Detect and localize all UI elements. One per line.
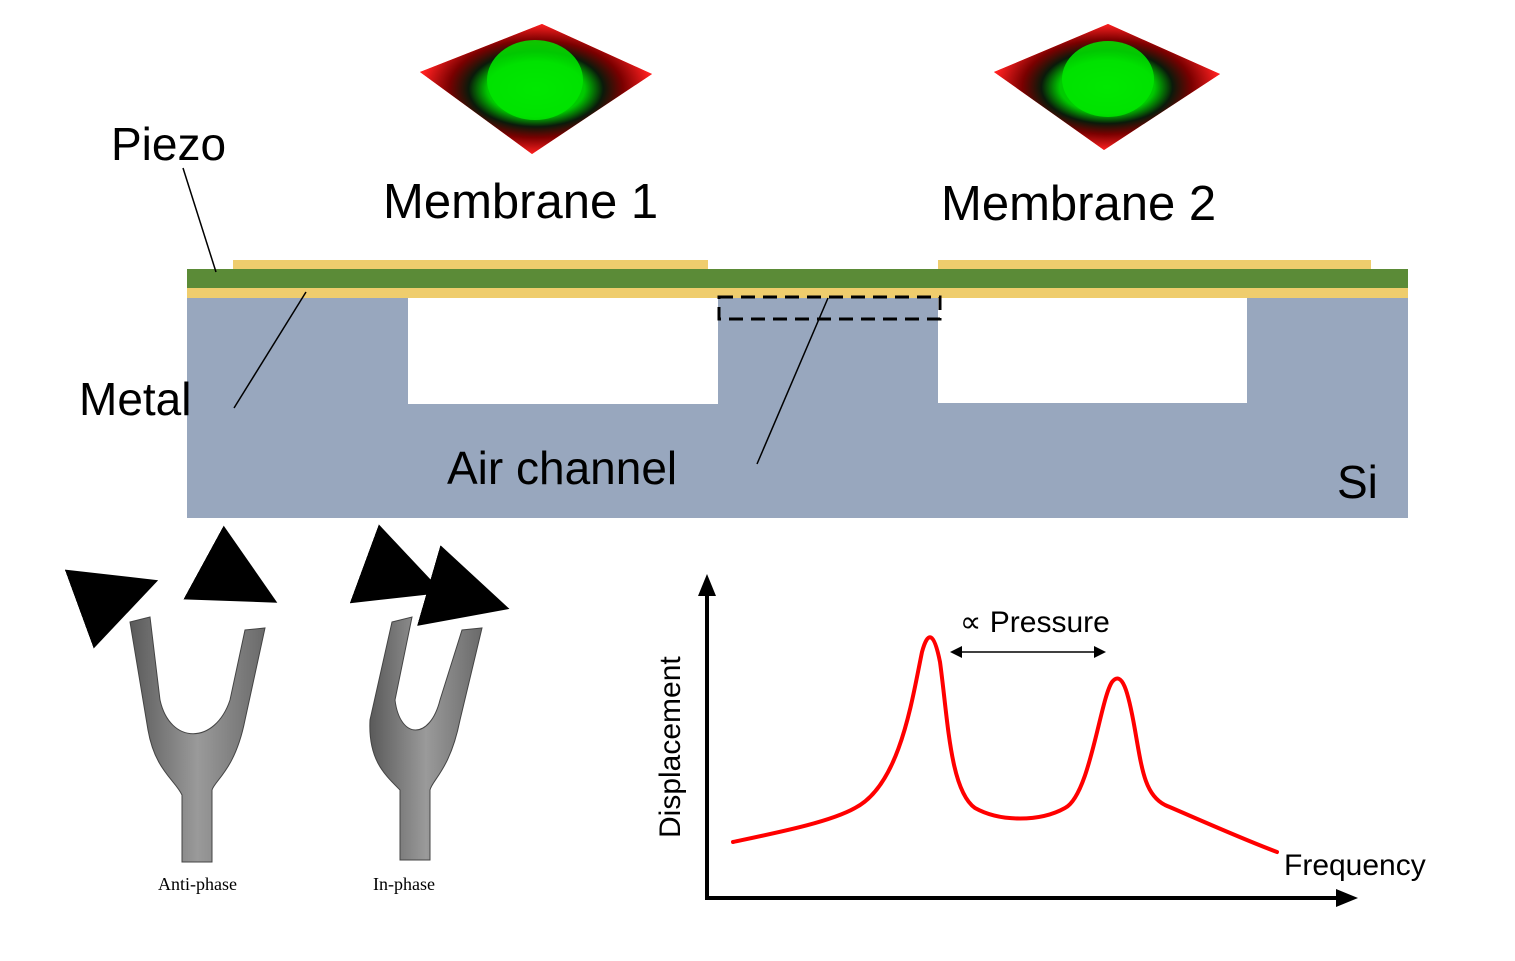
resonance-curve — [731, 635, 1279, 854]
top-electrode-2 — [938, 260, 1371, 269]
metal-label: Metal — [79, 373, 191, 425]
piezo-layer — [187, 269, 1408, 288]
in-phase-fork — [349, 524, 510, 861]
y-axis-label: Displacement — [654, 656, 687, 838]
pressure-annotation: ∝ Pressure — [960, 606, 1110, 639]
in-phase-label: In-phase — [373, 874, 435, 894]
membrane-2-mode-shape — [994, 24, 1220, 150]
membrane-1-cavity — [408, 298, 718, 404]
top-electrode-1 — [233, 260, 708, 269]
membrane-1-mode-shape — [420, 24, 652, 154]
anti-phase-fork — [64, 525, 278, 863]
membrane-2-cavity — [938, 298, 1247, 403]
metal-leader-line — [233, 291, 307, 409]
piezo-label: Piezo — [111, 118, 226, 170]
device-cross-section — [187, 260, 1408, 518]
piezo-leader-line — [182, 167, 217, 273]
x-axis-arrowhead — [1336, 889, 1358, 907]
membrane-2-label: Membrane 2 — [941, 177, 1216, 231]
x-axis-label: Frequency — [1284, 849, 1426, 882]
air-channel-label: Air channel — [447, 442, 677, 494]
y-axis-arrowhead — [698, 574, 716, 596]
si-label: Si — [1337, 456, 1378, 508]
air-channel-leader-line — [756, 297, 829, 465]
bottom-metal-layer — [187, 288, 1408, 298]
air-channel-outline — [717, 295, 942, 321]
anti-phase-label: Anti-phase — [158, 874, 237, 894]
response-graph — [698, 574, 1358, 907]
membrane-1-label: Membrane 1 — [383, 175, 658, 229]
